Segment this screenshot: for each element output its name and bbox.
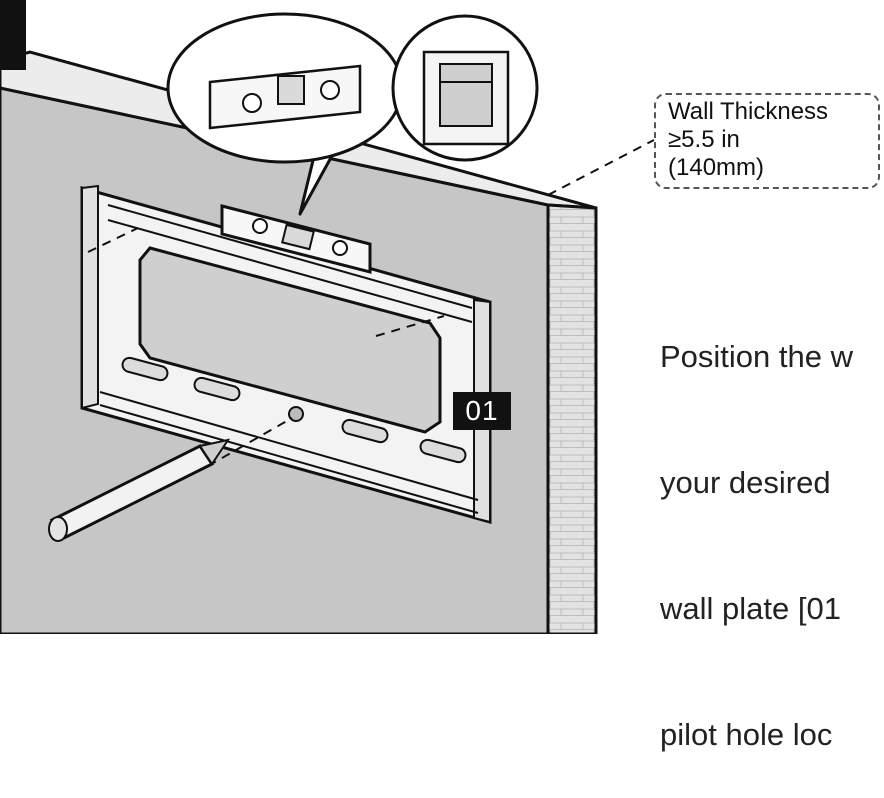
- instruction-line-4: pilot hole loc: [660, 717, 833, 752]
- step-corner-mark: [0, 0, 26, 70]
- wall-thickness-line-2: ≥5.5 in: [668, 126, 740, 153]
- instruction-line-3: wall plate [01: [660, 591, 841, 626]
- wall-edge: [546, 203, 598, 634]
- wall-thickness-line-3: (140mm): [668, 154, 765, 181]
- wall-plate: [80, 184, 492, 524]
- level-tool: [220, 204, 372, 274]
- wall-thickness-label: Wall Thickness ≥5.5 in (140mm): [668, 98, 828, 182]
- level-zoom-bubble: [166, 12, 404, 216]
- pencil: [48, 438, 231, 542]
- vial-zoom-circle: [391, 14, 539, 162]
- part-number-badge: 01: [453, 392, 511, 430]
- wall-plate-slots: [121, 356, 467, 464]
- pilot-hole: [288, 406, 304, 422]
- wall-thickness-callout: [654, 93, 880, 189]
- mounting-illustration: [0, 12, 655, 634]
- wall-thickness-line-1: Wall Thickness: [668, 98, 829, 125]
- guide-lines: [87, 139, 655, 467]
- instruction-text: Position the w your desired wall plate […: [660, 252, 884, 798]
- wall-plate-cutout: [138, 246, 442, 434]
- instruction-line-1: Position the w: [660, 339, 853, 374]
- instruction-line-2: your desired: [660, 465, 831, 500]
